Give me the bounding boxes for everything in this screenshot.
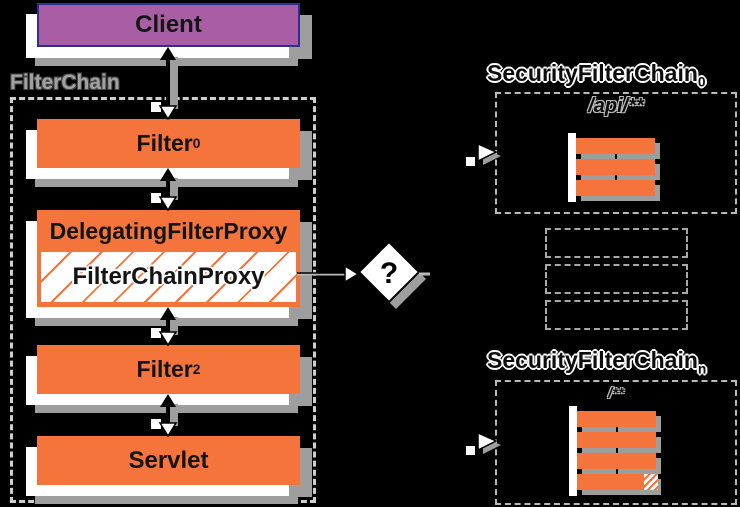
placeholder-chain [545, 264, 688, 294]
client-label: Client [135, 11, 202, 38]
url-pattern-api: /api/** [588, 95, 644, 117]
filterchain-label: FilterChain [10, 71, 120, 94]
security-filter-chain-n-label: SecurityFilterChainn [487, 347, 707, 377]
security-filter-chain-n-label-text: SecurityFilterChain [487, 347, 698, 373]
ellipsis-tick [615, 448, 618, 453]
security-filter-chain-0-box: /api/** [495, 92, 737, 214]
security-filter-chain-0-label: SecurityFilterChain0 [487, 60, 706, 90]
filter0-label: Filter [136, 130, 193, 156]
security-filter-chain-n-subscript: n [697, 361, 707, 377]
ellipsis-tick [615, 469, 618, 474]
filter-bar [577, 411, 656, 427]
filter-bar [577, 453, 656, 469]
placeholder-chain [545, 300, 688, 330]
servlet-box: Servlet [37, 436, 300, 485]
placeholder-chain [545, 228, 688, 258]
hatched-bar-end [644, 474, 658, 490]
filter2-label: Filter [136, 356, 193, 382]
delegating-filter-proxy-label: DelegatingFilterProxy [49, 217, 288, 244]
filter-chain-proxy-label: FilterChainProxy [72, 263, 265, 290]
filter-bar [576, 159, 655, 175]
ellipsis-tick [614, 154, 617, 159]
decision-diamond: ? [357, 240, 430, 309]
filter-bar [577, 432, 656, 448]
filter-chain-proxy-box: FilterChainProxy [41, 252, 296, 302]
servlet-label: Servlet [128, 446, 209, 474]
security-filter-chain-0-subscript: 0 [697, 74, 706, 90]
filter-bar [576, 180, 655, 196]
url-pattern-all: /** [608, 385, 624, 402]
security-filter-chain-n-box: /** [495, 380, 737, 505]
ellipsis-tick [614, 175, 617, 180]
security-filter-chain-0-label-text: SecurityFilterChain [487, 60, 698, 86]
client-box: Client [37, 3, 300, 47]
filterchain-container [10, 97, 316, 503]
placeholder-chains [545, 228, 688, 330]
filter-bar-stack-n [569, 406, 658, 496]
filter-bar-stack-0 [568, 133, 655, 202]
delegating-filter-proxy-box: DelegatingFilterProxy FilterChainProxy [37, 210, 300, 307]
ellipsis-tick [615, 427, 618, 432]
filter-bar [577, 474, 658, 490]
filter-bar [576, 138, 655, 154]
question-mark: ? [380, 257, 398, 290]
